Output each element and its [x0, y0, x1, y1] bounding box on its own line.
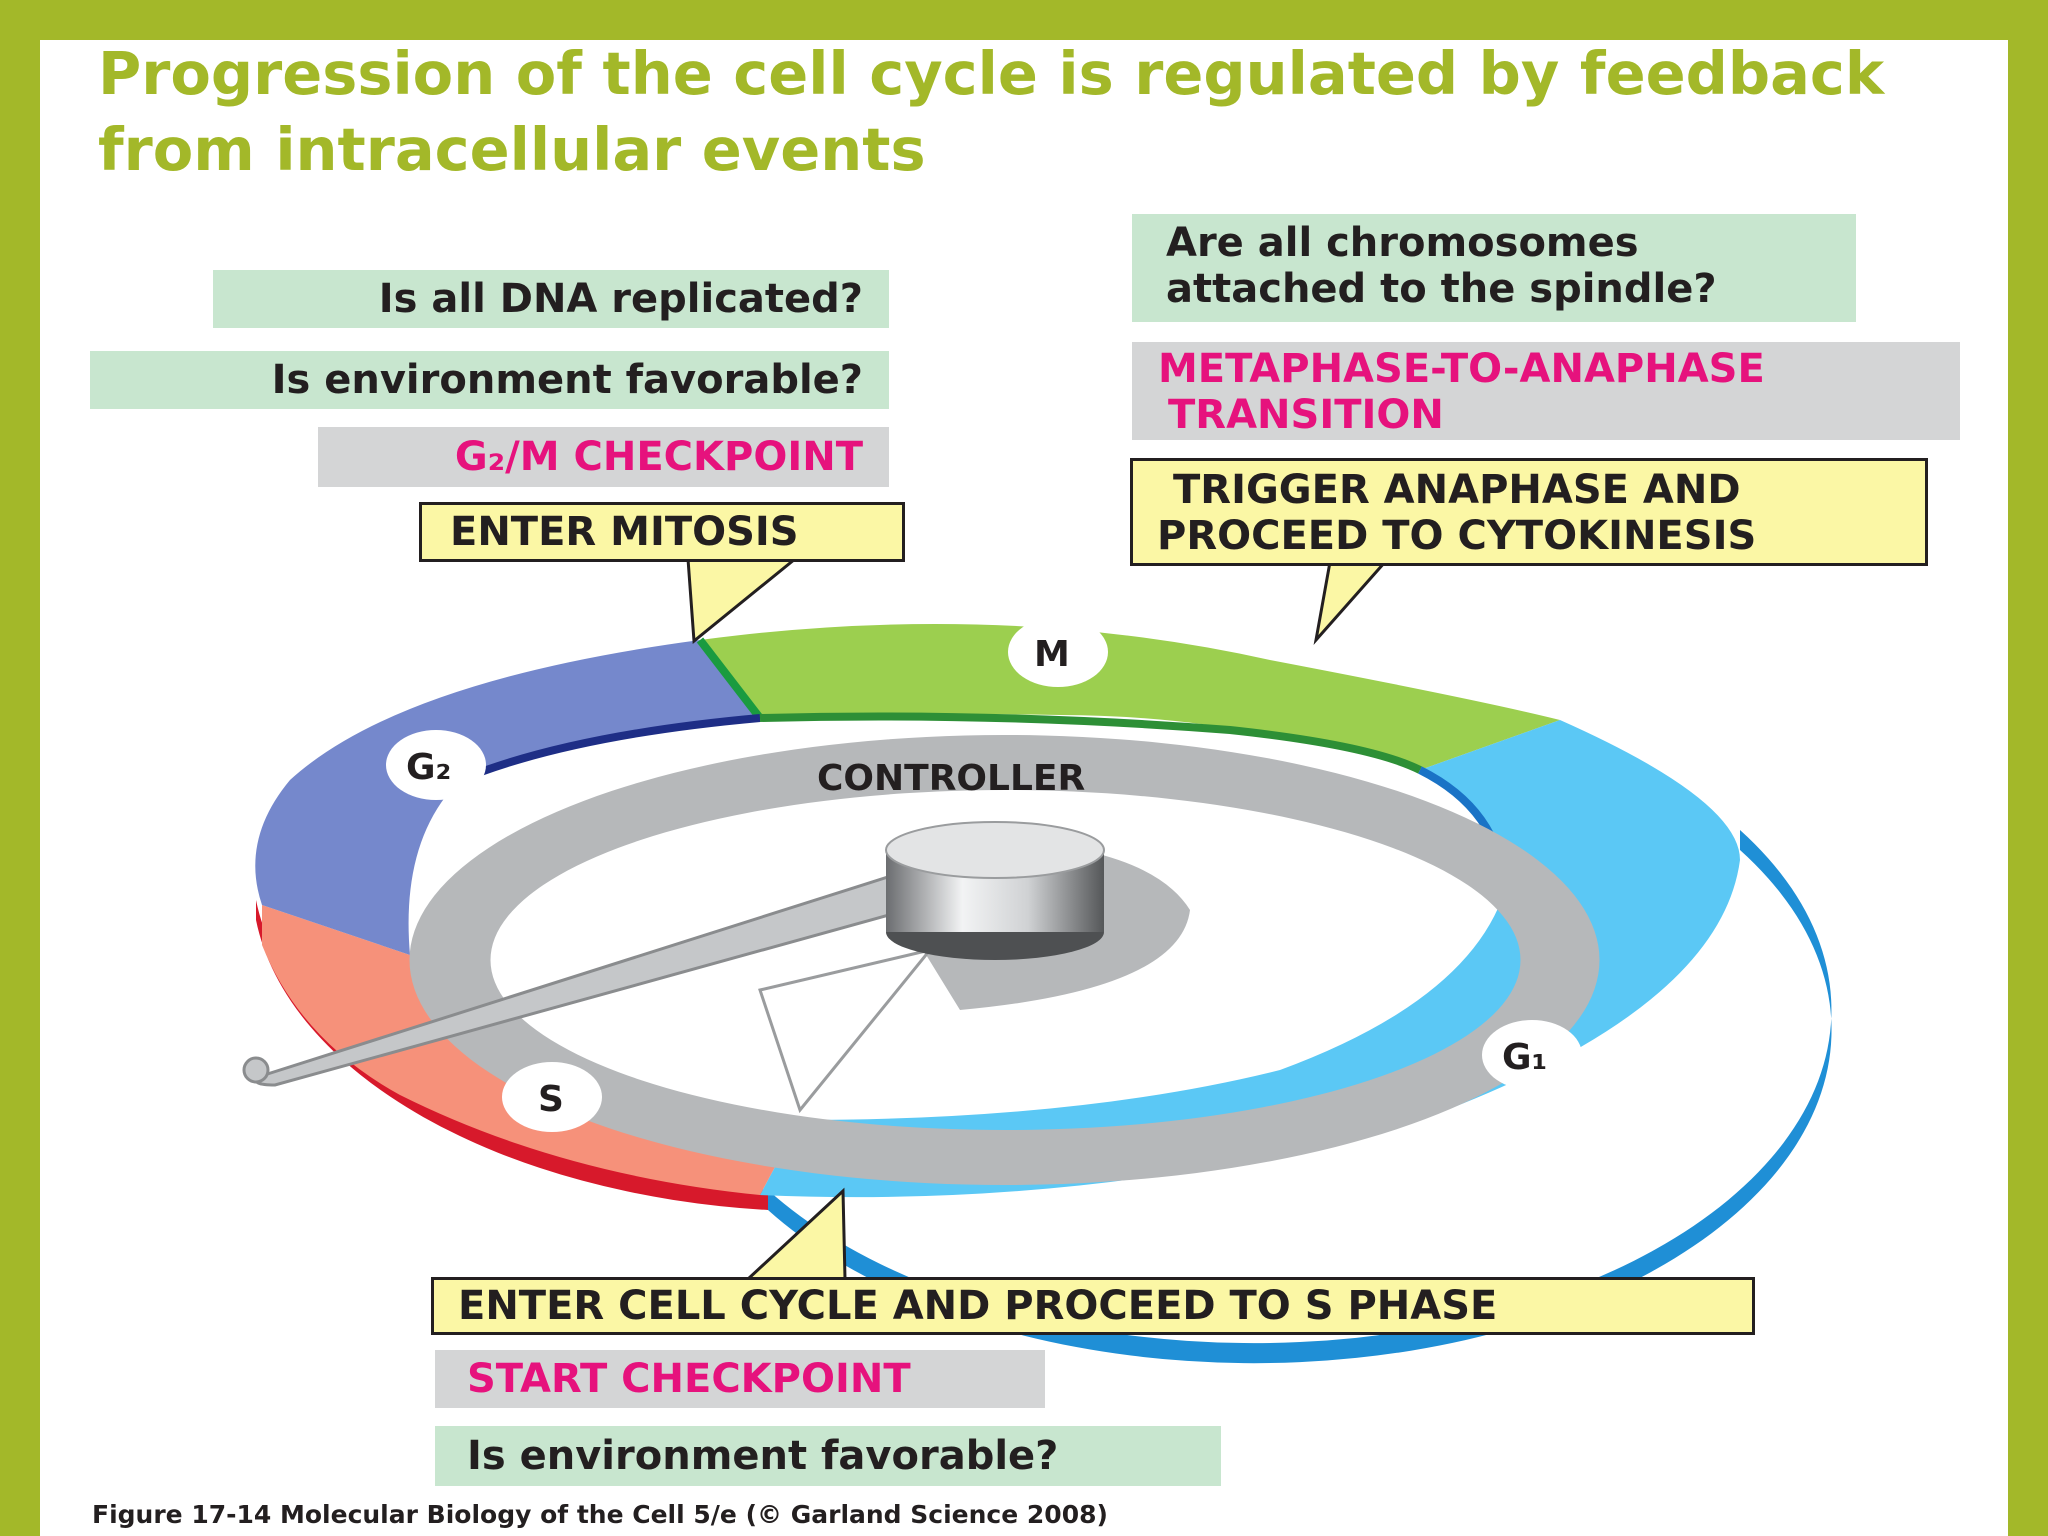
question-environment-favorable-g2m-text: Is environment favorable? [271, 357, 863, 403]
slide-title: Progression of the cell cycle is regulat… [98, 39, 1885, 184]
g2-phase-segment [255, 640, 760, 955]
question-environment-favorable-start: Is environment favorable? [435, 1426, 1221, 1486]
enter-mitosis-pointer [686, 557, 800, 644]
question-environment-favorable-start-text: Is environment favorable? [467, 1433, 1059, 1479]
m-phase-badge [1008, 617, 1108, 687]
s-phase-label: S [538, 1079, 564, 1120]
g2m-checkpoint-text: G₂/M CHECKPOINT [454, 434, 863, 480]
g2m-checkpoint-label: G₂/M CHECKPOINT [318, 427, 889, 487]
question-chromosomes-attached: Are all chromosomes attached to the spin… [1132, 214, 1856, 322]
frame-corner-right [2008, 1496, 2048, 1536]
g2-phase-badge [386, 730, 486, 800]
enter-mitosis-text: ENTER MITOSIS [450, 509, 799, 555]
g2m-boundary [696, 637, 764, 721]
callout-pointers [686, 557, 1389, 1281]
dial-hand-tip [242, 1056, 270, 1084]
g1-phase-badge [1482, 1020, 1582, 1090]
question-dna-replicated: Is all DNA replicated? [213, 270, 889, 328]
metaphase-anaphase-checkpoint-label: METAPHASE-TO-ANAPHASE TRANSITION [1132, 342, 1960, 440]
start-checkpoint-label: START CHECKPOINT [435, 1350, 1045, 1408]
g2-inner-edge [458, 714, 761, 784]
controller-label: CONTROLLER [817, 758, 1085, 799]
trigger-anaphase-pointer [1313, 560, 1389, 646]
m-inner-edge [759, 712, 1422, 774]
g2-phase-label: G₂ [406, 747, 451, 788]
footer-band [0, 1496, 2048, 1536]
metaphase-anaphase-line2: TRANSITION [1168, 392, 1444, 438]
start-checkpoint-text: START CHECKPOINT [467, 1356, 911, 1402]
controller-arrow-head [758, 947, 934, 1114]
figure-caption: Figure 17-14 Molecular Biology of the Ce… [92, 1500, 1108, 1529]
question-dna-replicated-text: Is all DNA replicated? [378, 276, 863, 322]
metaphase-anaphase-line1: METAPHASE-TO-ANAPHASE [1158, 346, 1765, 392]
controller-dial [242, 821, 1105, 1087]
g1-phase-label: G₁ [1502, 1037, 1547, 1078]
enter-mitosis-callout: ENTER MITOSIS [419, 502, 905, 562]
enter-cell-cycle-text: ENTER CELL CYCLE AND PROCEED TO S PHASE [458, 1283, 1498, 1329]
s-phase-badge [502, 1062, 602, 1132]
question-chromosomes-line2: attached to the spindle? [1166, 266, 1717, 312]
m-phase-label: M [1034, 634, 1070, 675]
dial-cylinder-top [885, 821, 1105, 879]
question-environment-favorable-g2m: Is environment favorable? [90, 351, 889, 409]
trigger-anaphase-line2: PROCEED TO CYTOKINESIS [1157, 513, 1757, 559]
phase-labels: M G₂ S G₁ [386, 617, 1582, 1132]
question-chromosomes-line1: Are all chromosomes [1166, 220, 1639, 266]
frame-corner-left [0, 1496, 40, 1536]
enter-cell-cycle-callout: ENTER CELL CYCLE AND PROCEED TO S PHASE [431, 1277, 1755, 1335]
trigger-anaphase-callout: TRIGGER ANAPHASE AND PROCEED TO CYTOKINE… [1130, 458, 1928, 566]
m-phase-segment [700, 624, 1560, 770]
trigger-anaphase-line1: TRIGGER ANAPHASE AND [1173, 467, 1741, 513]
